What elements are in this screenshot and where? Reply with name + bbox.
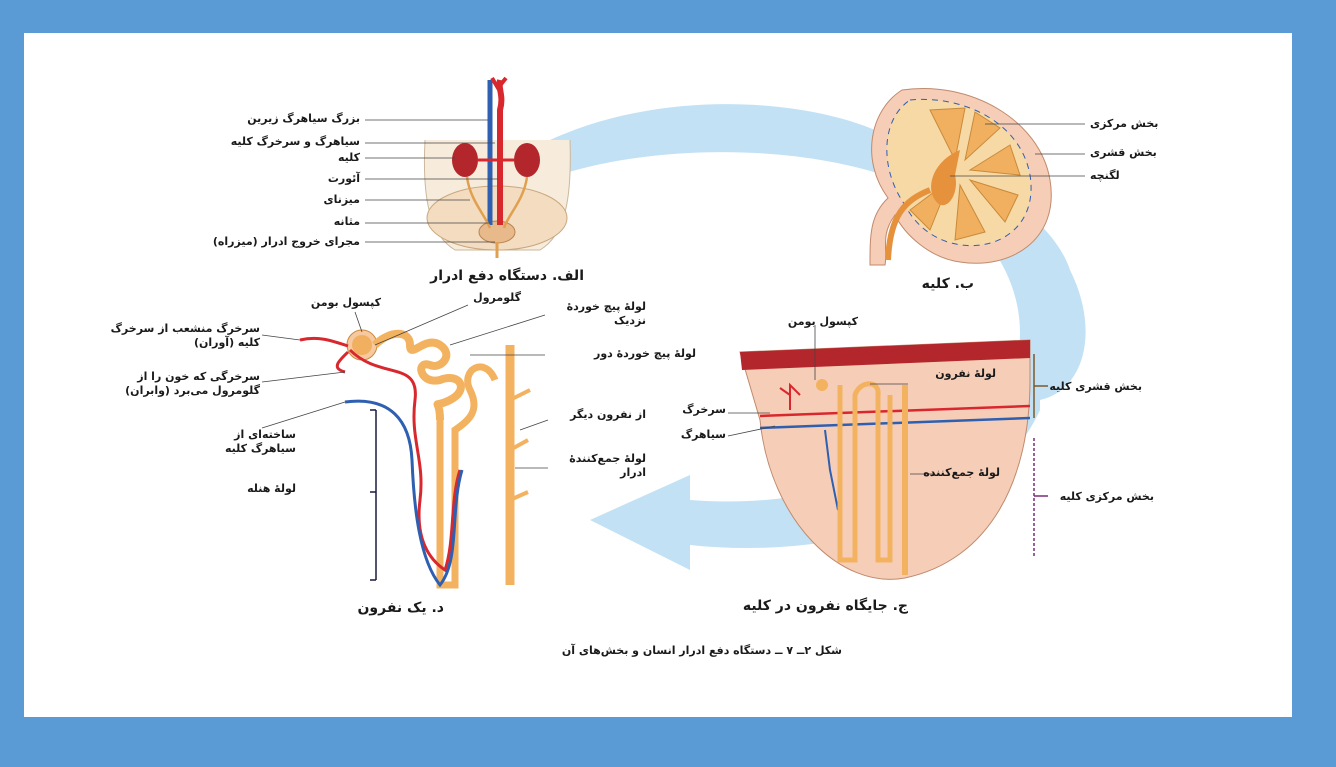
label-renal-vein-artery: سیاهرگ و سرخرگ کلیه	[231, 135, 360, 149]
nephron-illustration	[262, 305, 548, 585]
label-medulla: بخش مرکزی	[1090, 117, 1158, 131]
caption-panel-c: ج. جایگاه نفرون در کلیه	[743, 598, 908, 616]
label-renal-pelvis: لگنچه	[1090, 169, 1120, 183]
caption-panel-d: د. یک نفرون	[357, 600, 444, 618]
label-ureter: میزنای	[324, 193, 361, 207]
label-urethra: مجرای خروج ادرار (میزراه)	[213, 235, 360, 249]
urinary-system-illustration	[365, 78, 570, 258]
label-c-vein: سیاهرگ	[681, 428, 726, 442]
label-d-loop-of-henle: لولهٔ هنله	[247, 482, 296, 496]
kidney-cross-section	[870, 88, 1085, 265]
label-c-bowman-capsule: کپسول بومن	[788, 315, 858, 329]
label-bladder: مثانه	[334, 215, 360, 229]
label-d-venous-structure: ساخته‌ای از سیاهرگ کلیه	[206, 428, 296, 456]
figure-caption: شکل ۲ــ ۷ ــ دستگاه دفع ادرار انسان و بخ…	[562, 644, 842, 658]
label-d-glomerulus: گلومرول	[473, 291, 521, 305]
label-c-medulla: بخش مرکزی کلیه	[1060, 490, 1154, 504]
label-c-cortex: بخش قشری کلیه	[1049, 380, 1142, 394]
caption-panel-a: الف. دستگاه دفع ادرار	[430, 268, 584, 286]
label-c-collecting-duct: لولهٔ جمع‌کننده	[923, 466, 1000, 480]
caption-panel-b: ب. کلیه	[922, 276, 974, 294]
label-d-efferent-arteriole: سرخرگی که خون را از گلومرول می‌برد (وابر…	[100, 370, 260, 398]
label-d-collecting-duct: لولهٔ جمع‌کنندهٔ ادرار	[546, 452, 646, 480]
label-aorta: آئورت	[328, 172, 360, 186]
label-inferior-vena-cava: بزرگ سیاهرگ زیرین	[247, 112, 360, 126]
label-kidney: کلیه	[338, 151, 360, 165]
label-cortex: بخش قشری	[1090, 146, 1157, 160]
label-d-afferent-arteriole: سرخرگ منشعب از سرخرگ کلیه (آوران)	[110, 322, 260, 350]
label-d-bowman-capsule: کپسول بومن	[311, 296, 381, 310]
label-d-other-nephron: از نفرون دیگر	[570, 408, 646, 422]
label-c-artery: سرخرگ	[682, 403, 726, 417]
label-c-nephron-tubule: لولهٔ نفرون	[935, 367, 996, 381]
label-d-proximal-tubule: لولهٔ پیچ خوردهٔ نزدیک	[536, 300, 646, 328]
label-d-distal-tubule: لولهٔ پیچ خوردهٔ دور	[594, 347, 696, 361]
